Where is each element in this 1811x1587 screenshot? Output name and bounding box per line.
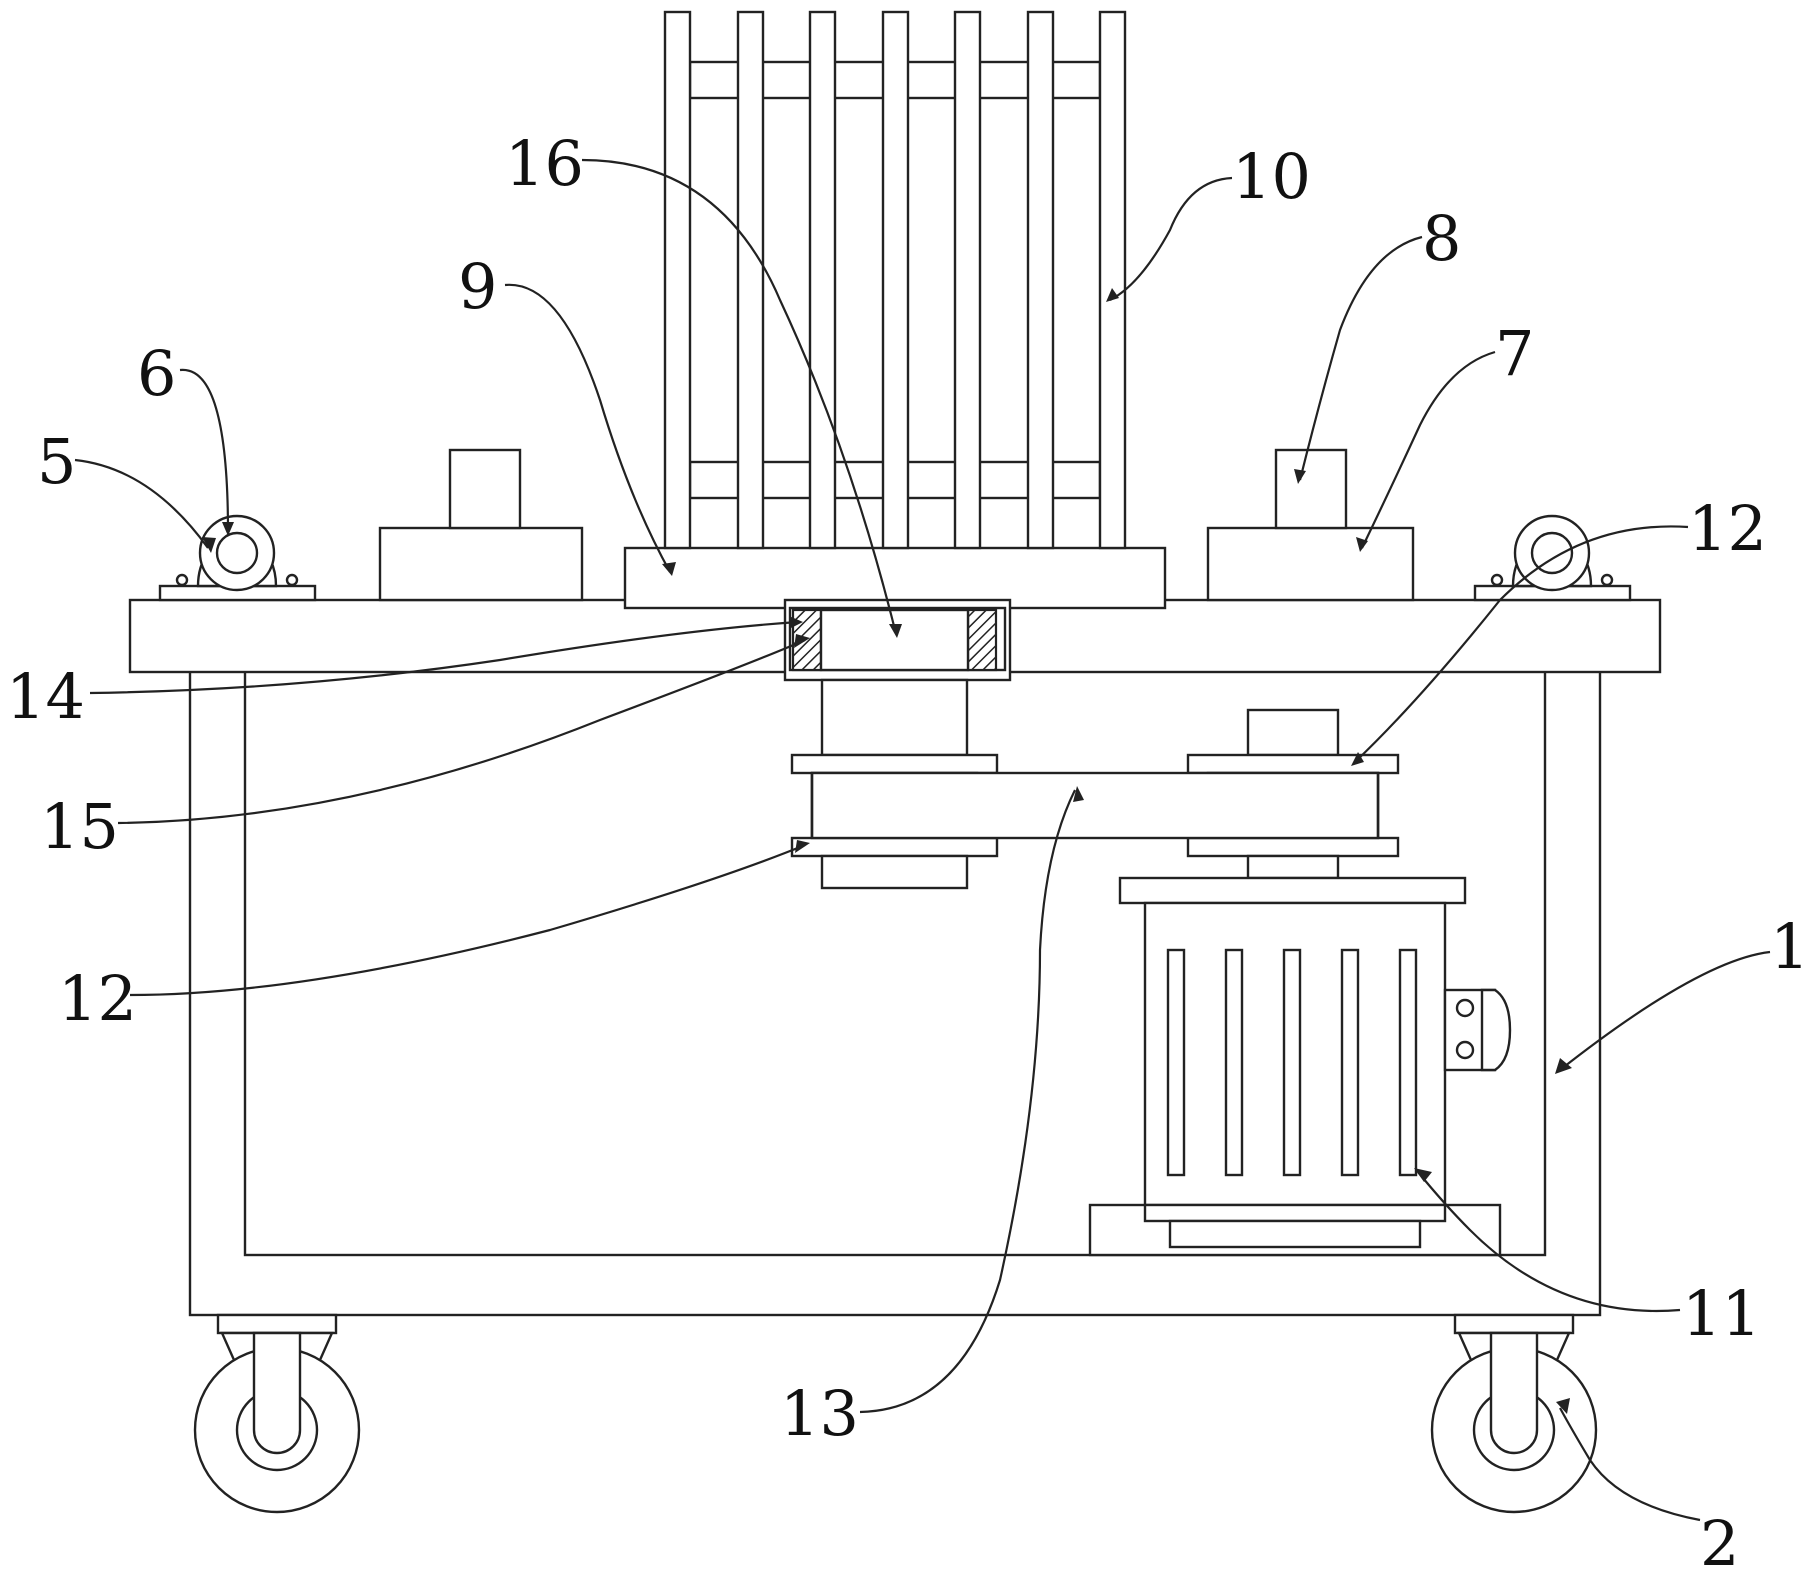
leader-lines (74, 158, 1771, 1522)
leader-8 (1298, 235, 1423, 481)
leader-16 (581, 158, 897, 631)
arrowheads (202, 288, 1572, 1414)
lifting-eye-left (158, 514, 317, 602)
label-13: 13 (780, 1377, 859, 1450)
leader-12-bottom (129, 843, 806, 997)
label-9: 9 (458, 250, 497, 323)
block-left (378, 448, 584, 602)
leader-15 (117, 638, 806, 825)
label-10: 10 (1232, 140, 1311, 213)
caster-right (1430, 1313, 1598, 1514)
leader-6 (179, 368, 230, 533)
leader-2 (1559, 1407, 1701, 1522)
leader-10 (1109, 176, 1233, 301)
label-6: 6 (137, 337, 176, 410)
part-labels: 1 2 5 6 7 8 9 10 11 12 12 13 14 15 16 (6, 127, 1809, 1580)
label-16: 16 (505, 127, 584, 200)
leader-9 (504, 283, 671, 573)
leader-7 (1361, 350, 1496, 549)
leader-11 (1417, 1171, 1681, 1313)
rotary-plate (623, 546, 1167, 610)
label-8: 8 (1422, 202, 1461, 275)
label-5: 5 (37, 425, 76, 498)
motor (1088, 876, 1512, 1257)
label-1: 1 (1770, 910, 1809, 983)
leader-1 (1559, 950, 1771, 1071)
rack (663, 10, 1127, 550)
label-11: 11 (1682, 1277, 1761, 1350)
label-14: 14 (6, 660, 85, 733)
caster-left (193, 1313, 361, 1514)
label-15: 15 (40, 790, 119, 863)
label-12-top: 12 (1688, 492, 1767, 565)
leader-5 (74, 458, 209, 549)
block-right (1206, 448, 1415, 602)
drive-belt (810, 771, 1380, 840)
leader-13 (859, 789, 1076, 1414)
label-7: 7 (1495, 317, 1534, 390)
label-12-bottom: 12 (58, 962, 137, 1035)
label-2: 2 (1700, 1507, 1739, 1580)
leader-12-top (1354, 525, 1689, 763)
bearing-assembly (783, 598, 1012, 682)
leader-14 (89, 620, 799, 695)
